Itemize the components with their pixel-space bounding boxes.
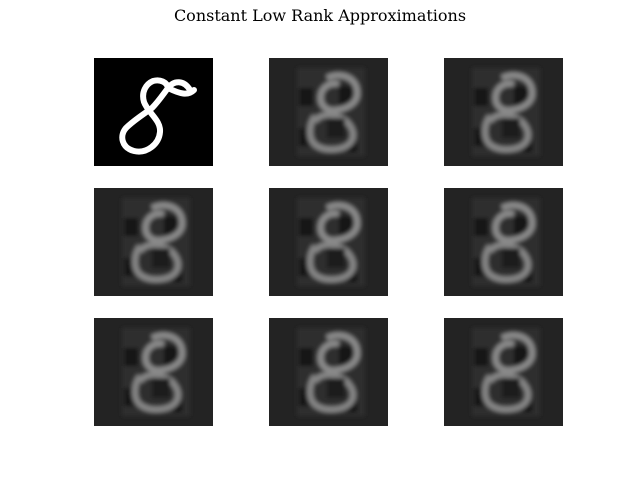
blurred-digit-eight: [94, 318, 213, 426]
blurred-digit-eight: [444, 318, 563, 426]
low-rank-approximation-6: [94, 318, 213, 426]
blurred-digit-eight: [269, 58, 388, 166]
original-digit-eight: [94, 58, 213, 166]
low-rank-approximation-2: [444, 58, 563, 166]
original-digit-image: [94, 58, 213, 166]
low-rank-approximation-8: [444, 318, 563, 426]
low-rank-approximation-1: [269, 58, 388, 166]
low-rank-approximation-3: [94, 188, 213, 296]
blurred-digit-eight: [269, 188, 388, 296]
low-rank-approximation-4: [269, 188, 388, 296]
blurred-digit-eight: [444, 188, 563, 296]
low-rank-approximation-7: [269, 318, 388, 426]
low-rank-approximation-5: [444, 188, 563, 296]
blurred-digit-eight: [269, 318, 388, 426]
blurred-digit-eight: [444, 58, 563, 166]
blurred-digit-eight: [94, 188, 213, 296]
figure-title: Constant Low Rank Approximations: [173, 6, 467, 25]
